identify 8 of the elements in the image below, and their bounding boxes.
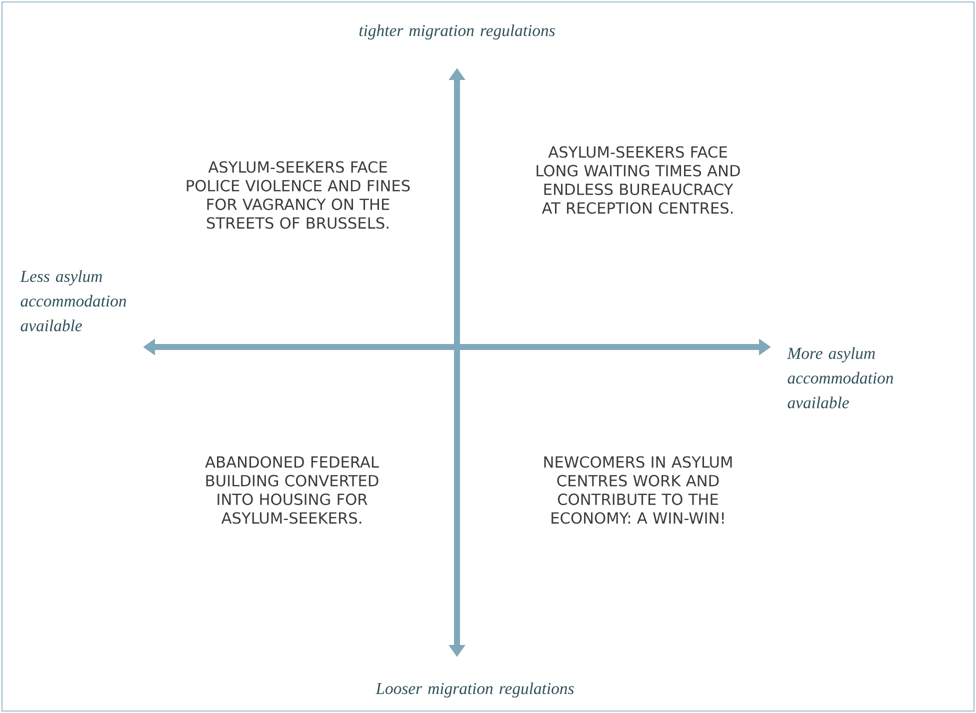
- axis-label: tighter migration regulations: [359, 24, 555, 40]
- quadrant-text: ASYLUM-SEEKERS FACE LONG WAITING TIMES AND ENDLESS BUREAUCRACY AT RECEPTION CENTRES.: [536, 146, 740, 214]
- axis-label: Looser migration regulations: [376, 682, 574, 698]
- quadrant-text: NEWCOMERS IN ASYLUM CENTRES WORK AND CONTRIBUTE TO THE ECONOMY: A WIN-WIN!: [544, 456, 732, 524]
- quadrant-text: ASYLUM-SEEKERS FACE POLICE VIOLENCE AND FINES FOR VAGRANCY ON THE STREETS OF BRUSSELS.: [186, 161, 410, 229]
- axis-label: Less asylum accommodation available: [20, 270, 126, 332]
- quadrant-text: ABANDONED FEDERAL BUILDING CONVERTED INTO HOUSING FOR ASYLUM-SEEKERS.: [205, 456, 379, 524]
- axis-label: More asylum accommodation available: [787, 347, 894, 408]
